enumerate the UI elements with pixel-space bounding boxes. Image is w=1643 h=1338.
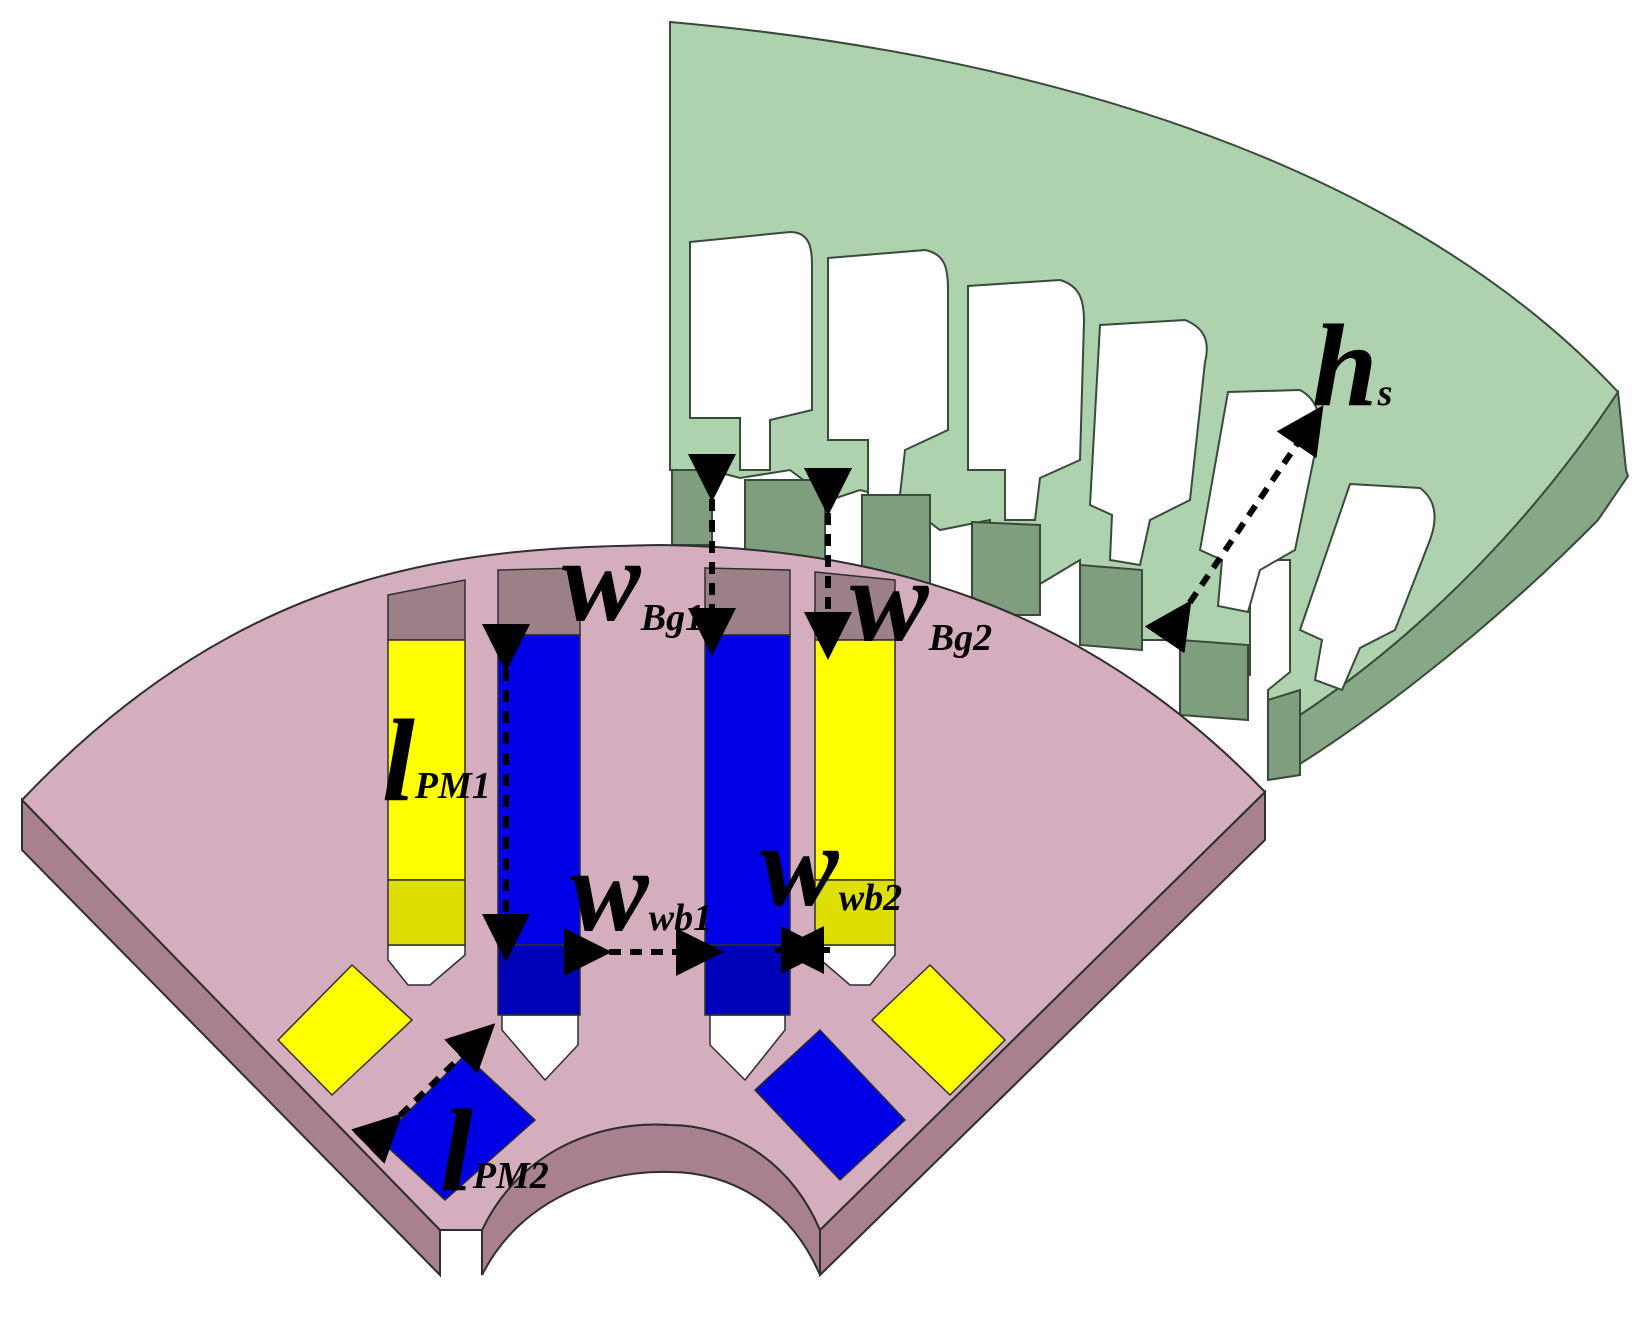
stator-slot-6 (1298, 482, 1436, 692)
magnet-blue-right-angled (753, 1028, 907, 1182)
label-wwb1: wwb1 (570, 825, 712, 956)
stator-slot-1 (689, 230, 813, 471)
hs-arrow (1144, 405, 1324, 654)
label-wBg2: wBg2 (850, 535, 992, 666)
magnet-blue-center-right-lower (704, 944, 791, 1016)
magnet-yellow-right-lower (814, 879, 896, 946)
dimension-arrows (351, 405, 1324, 1164)
label-hs: hs (1312, 300, 1392, 431)
rotor (20, 543, 1267, 1278)
tooth-tip-7 (1267, 688, 1301, 782)
tooth-tip-1 (671, 469, 713, 546)
stator-slot-3 (967, 278, 1086, 521)
magnet-yellow-left-angled (276, 963, 414, 1097)
permanent-magnets (276, 634, 1007, 1202)
tooth-tip-4 (971, 520, 1041, 616)
magnet-yellow-left-lower (387, 879, 466, 946)
tooth-tip-6 (1179, 638, 1249, 722)
lPM2-arrow (351, 1023, 496, 1164)
magnet-blue-center-left-upper (497, 634, 581, 946)
label-wwb2: wwb2 (760, 800, 902, 931)
label-lPM1: lPM1 (382, 695, 491, 826)
tooth-tip-5 (1079, 563, 1143, 652)
label-lPM2: lPM2 (440, 1085, 549, 1216)
dimension-labels: hs wBg1 wBg2 lPM1 lPM2 wwb1 wwb2 (382, 300, 1392, 1216)
magnet-blue-center-left-lower (497, 944, 581, 1016)
magnet-yellow-right-angled (870, 963, 1007, 1097)
label-wBg1: wBg1 (562, 515, 704, 646)
flux-barrier-3 (704, 567, 791, 636)
